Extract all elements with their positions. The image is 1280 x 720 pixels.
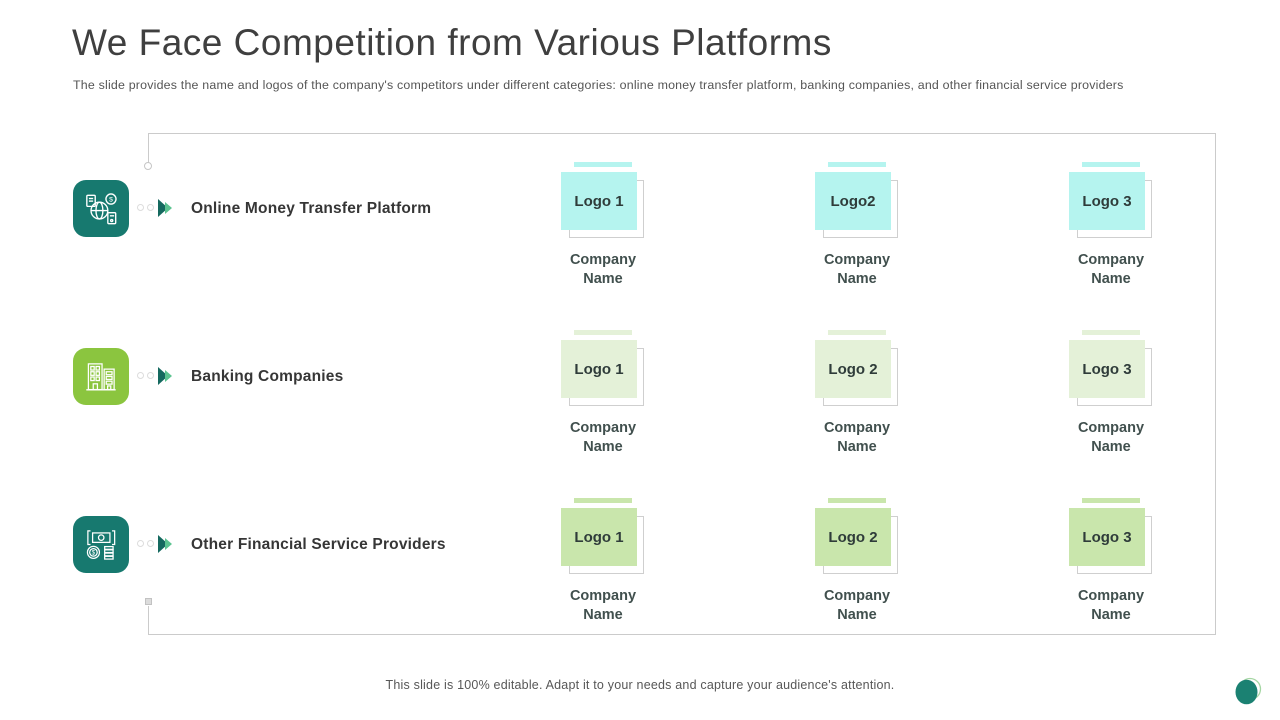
svg-text:$: $ [92, 549, 96, 556]
logo-accent-strip [574, 498, 632, 503]
logo-unit: Logo 3 Company Name [1051, 162, 1171, 289]
logo-placeholder: Logo 1 [561, 172, 637, 230]
frame-left-segment-bottom [148, 606, 149, 635]
company-name: Company Name [569, 252, 637, 287]
company-name: Company Name [1077, 252, 1145, 287]
dot-icon [137, 372, 144, 379]
logo-unit: Logo 1 Company Name [543, 330, 663, 457]
dot-icon [147, 204, 154, 211]
company-name: Company Name [823, 420, 891, 455]
connector-dots [137, 372, 154, 379]
logo-accent-strip [1082, 498, 1140, 503]
company-name: Company Name [569, 420, 637, 455]
money-transfer-icon: $ [73, 180, 129, 237]
dot-icon [137, 204, 144, 211]
logo-placeholder: Logo 3 [1069, 340, 1145, 398]
logo-accent-strip [574, 330, 632, 335]
logo-unit: Logo2 Company Name [797, 162, 917, 289]
logo-unit: Logo 3 Company Name [1051, 498, 1171, 625]
financial-services-icon: $ [73, 516, 129, 573]
logo-accent-strip [574, 162, 632, 167]
connector-dots [137, 540, 154, 547]
slide-subtitle: The slide provides the name and logos of… [73, 78, 1124, 92]
editable-note: This slide is 100% editable. Adapt it to… [385, 678, 895, 692]
frame-anchor-dot-top [144, 162, 152, 170]
arrow-marker-icon [158, 198, 176, 223]
logo-unit: Logo 1 Company Name [543, 162, 663, 289]
dot-icon [147, 372, 154, 379]
arrow-marker-icon [158, 366, 176, 391]
category-label: Banking Companies [191, 367, 344, 385]
logo-accent-strip [828, 498, 886, 503]
bank-buildings-icon [73, 348, 129, 405]
dot-icon [147, 540, 154, 547]
frame-left-segment-top [148, 133, 149, 163]
logo-unit: Logo 2 Company Name [797, 330, 917, 457]
logo-accent-strip [1082, 162, 1140, 167]
company-name: Company Name [1077, 588, 1145, 623]
category-label: Other Financial Service Providers [191, 535, 446, 553]
logo-accent-strip [828, 330, 886, 335]
frame-anchor-dot-bottom [145, 598, 152, 605]
content-frame [148, 133, 1216, 635]
connector-dots [137, 204, 154, 211]
dot-icon [137, 540, 144, 547]
logo-accent-strip [828, 162, 886, 167]
logo-unit: Logo 3 Company Name [1051, 330, 1171, 457]
logo-placeholder: Logo 3 [1069, 172, 1145, 230]
company-name: Company Name [823, 588, 891, 623]
logo-placeholder: Logo 3 [1069, 508, 1145, 566]
teal-circle-decor [1233, 677, 1263, 712]
category-label: Online Money Transfer Platform [191, 199, 432, 217]
logo-placeholder: Logo 2 [815, 508, 891, 566]
logo-unit: Logo 2 Company Name [797, 498, 917, 625]
company-name: Company Name [823, 252, 891, 287]
company-name: Company Name [569, 588, 637, 623]
arrow-marker-icon [158, 534, 176, 559]
logo-placeholder: Logo 2 [815, 340, 891, 398]
logo-unit: Logo 1 Company Name [543, 498, 663, 625]
page-title: We Face Competition from Various Platfor… [72, 22, 832, 63]
company-name: Company Name [1077, 420, 1145, 455]
logo-placeholder: Logo 1 [561, 508, 637, 566]
logo-placeholder: Logo2 [815, 172, 891, 230]
logo-placeholder: Logo 1 [561, 340, 637, 398]
svg-text:$: $ [109, 196, 113, 203]
logo-accent-strip [1082, 330, 1140, 335]
